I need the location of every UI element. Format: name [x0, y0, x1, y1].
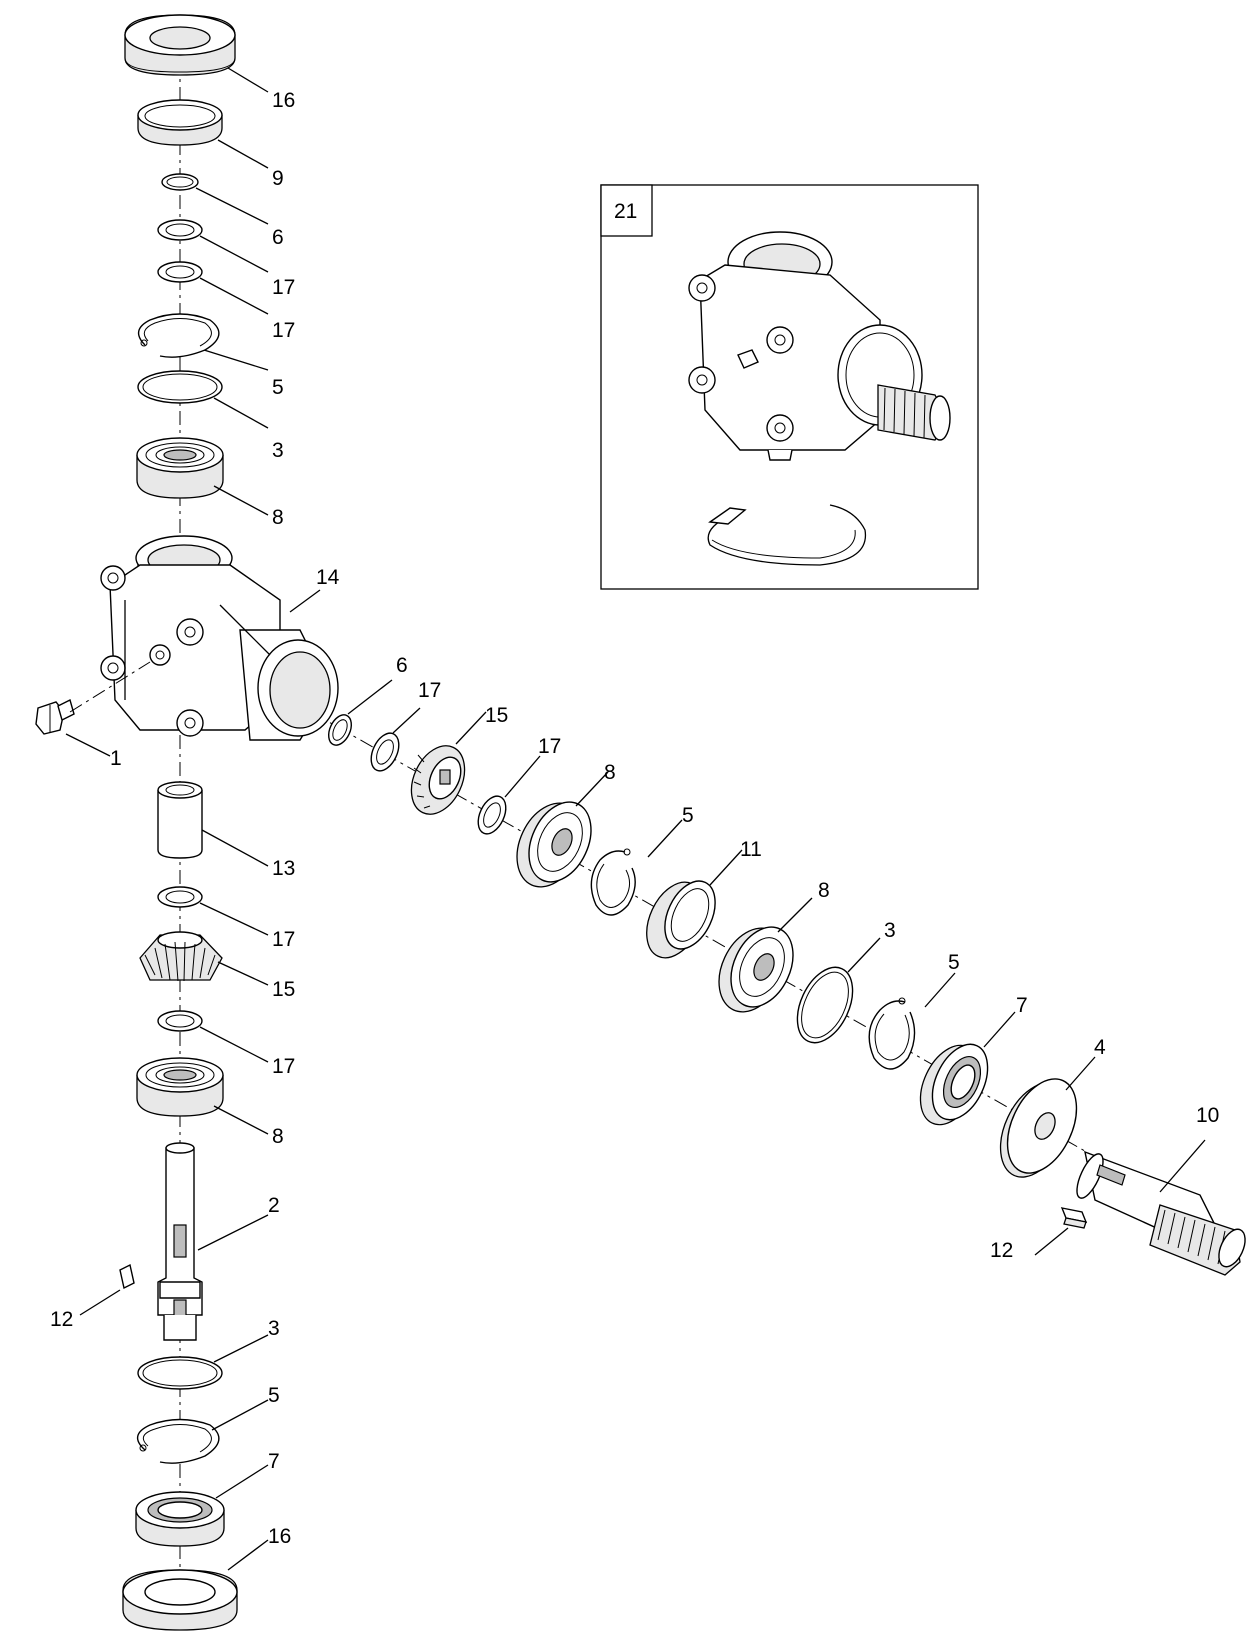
- callout-17-h1: 17: [418, 679, 441, 702]
- callout-10: 10: [1196, 1104, 1219, 1127]
- snap-ring-6-top: [161, 173, 199, 191]
- callout-8-top: 8: [272, 506, 284, 529]
- seal-9: [137, 99, 223, 146]
- washer-4: [999, 1078, 1078, 1178]
- bevel-gear-15-horizontal: [410, 745, 466, 815]
- callout-14: 14: [316, 566, 340, 589]
- callout-4: 4: [1094, 1036, 1106, 1059]
- shaft-2: [157, 1142, 203, 1341]
- shim-17-h2: [477, 795, 507, 835]
- bevel-gear-15-vertical: [139, 931, 223, 982]
- cap-16-bottom: [122, 1569, 238, 1631]
- callout-12-left: 12: [50, 1308, 73, 1331]
- circlip-5-bottom: [137, 1418, 220, 1464]
- ring-3-horizontal: [796, 966, 854, 1044]
- cap-16-top: [124, 14, 236, 76]
- callout-5-h2: 5: [948, 951, 960, 974]
- inset-assembly-21: [600, 184, 979, 590]
- callout-8-h2: 8: [818, 879, 830, 902]
- key-12-left: [119, 1263, 135, 1290]
- callout-15-h: 15: [485, 704, 508, 727]
- splined-shaft-10: [1076, 1150, 1246, 1276]
- shim-17-a: [157, 219, 203, 241]
- shim-17-d: [157, 1010, 203, 1032]
- callout-12-right: 12: [990, 1239, 1013, 1262]
- callout-labels: 16 9 6 17 17 5 3 8 14 1 13 17 15 17 8 2 …: [50, 89, 1219, 1548]
- callout-17-b: 17: [272, 319, 295, 342]
- inset-label-21: 21: [614, 200, 637, 223]
- callout-8-bot: 8: [272, 1125, 284, 1148]
- bearing-8-bottom: [136, 1057, 224, 1117]
- callout-6-top: 6: [272, 226, 284, 249]
- callout-16-top: 16: [272, 89, 295, 112]
- oil-seal-7-horizontal: [919, 1043, 989, 1126]
- callout-15-v: 15: [272, 978, 295, 1001]
- callout-17-c: 17: [272, 928, 295, 951]
- callout-3-bot: 3: [268, 1317, 280, 1340]
- callout-3-h: 3: [884, 919, 896, 942]
- housing-14: [100, 535, 339, 741]
- callout-17-h2: 17: [538, 735, 561, 758]
- snap-ring-6-horizontal: [327, 714, 353, 746]
- shim-17-c: [157, 886, 203, 908]
- callout-17-a: 17: [272, 276, 295, 299]
- ring-3-top: [137, 370, 223, 404]
- callout-5-top: 5: [272, 376, 284, 399]
- callout-13: 13: [272, 857, 295, 880]
- bearing-8-h1: [516, 801, 592, 888]
- plug-1: [35, 698, 75, 735]
- callout-11: 11: [740, 838, 762, 861]
- callout-9: 9: [272, 167, 284, 190]
- circlip-5-top: [137, 313, 220, 358]
- circlip-5-h1: [590, 848, 636, 916]
- ring-3-bottom: [137, 1356, 223, 1390]
- bearing-8-h2: [718, 926, 794, 1013]
- callout-1: 1: [110, 747, 122, 770]
- shim-17-h1: [370, 732, 400, 772]
- key-12-right: [1060, 1207, 1088, 1229]
- callout-16-bot: 16: [268, 1525, 291, 1548]
- callout-6-h: 6: [396, 654, 408, 677]
- callout-5-h1: 5: [682, 804, 694, 827]
- sleeve-13: [157, 781, 203, 859]
- callout-2: 2: [268, 1194, 280, 1217]
- circlip-5-h2: [868, 997, 916, 1070]
- callout-17-d: 17: [272, 1055, 295, 1078]
- ring-11: [646, 880, 716, 959]
- oil-seal-7-bottom: [135, 1491, 225, 1547]
- callout-7-bot: 7: [268, 1450, 280, 1473]
- bearing-8-top: [136, 437, 224, 499]
- shim-17-b: [157, 261, 203, 283]
- callout-5-bot: 5: [268, 1384, 280, 1407]
- callout-8-h1: 8: [604, 761, 616, 784]
- callout-7-h: 7: [1016, 994, 1028, 1017]
- callout-3-top: 3: [272, 439, 284, 462]
